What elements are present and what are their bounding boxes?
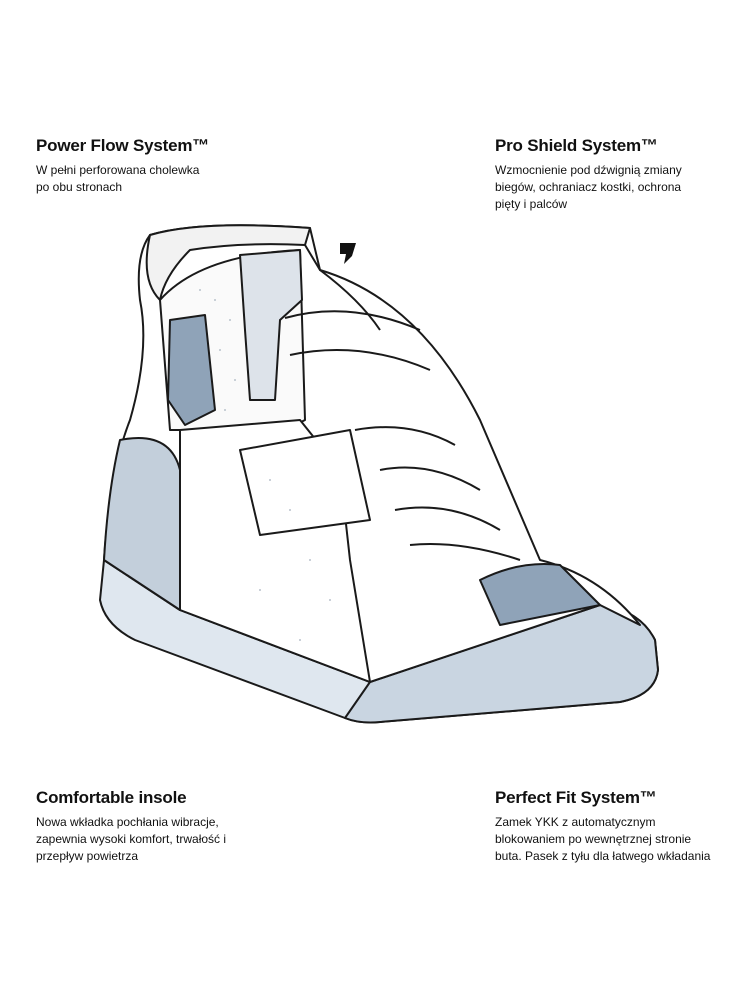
feature-comfortable-insole: Comfortable insole Nowa wkładka pochłani… bbox=[36, 788, 296, 865]
feature-title: Pro Shield System™ bbox=[495, 136, 658, 155]
feature-description-line: pięty i palców bbox=[495, 197, 568, 211]
toe-guard bbox=[479, 563, 601, 626]
tongue bbox=[304, 244, 381, 331]
laces bbox=[284, 310, 521, 561]
feature-description-line: blokowaniem po wewnętrznej stronie bbox=[495, 832, 692, 846]
feature-description-line: przepływ powietrza bbox=[36, 849, 139, 863]
feature-description-line: Wzmocnienie pod dźwignią zmiany bbox=[495, 163, 682, 177]
feature-title: Power Flow System™ bbox=[36, 136, 210, 155]
heel-counter bbox=[103, 437, 181, 611]
collar bbox=[145, 224, 311, 301]
ankle-guard bbox=[239, 249, 303, 401]
vent-panel bbox=[167, 314, 216, 426]
brand-logo bbox=[340, 243, 356, 264]
feature-power-flow: Power Flow System™ W pełni perforowana c… bbox=[36, 136, 296, 196]
feature-perfect-fit: Perfect Fit System™ Zamek YKK z automaty… bbox=[495, 788, 750, 865]
feature-description-line: Zamek YKK z automatycznym bbox=[495, 815, 656, 829]
feature-description-line: Nowa wkładka pochłania wibracje, bbox=[36, 815, 219, 829]
feature-description-line: biegów, ochraniacz kostki, ochrona bbox=[495, 180, 682, 194]
feature-description-line: po obu stronach bbox=[36, 180, 123, 194]
feature-title: Comfortable insole bbox=[36, 788, 187, 807]
feature-description-line: buta. Pasek z tyłu dla łatwego wkładania bbox=[495, 849, 711, 863]
feature-title: Perfect Fit System™ bbox=[495, 788, 657, 807]
strap bbox=[239, 429, 371, 536]
feature-description-line: W pełni perforowana cholewka bbox=[36, 163, 200, 177]
feature-pro-shield: Pro Shield System™ Wzmocnienie pod dźwig… bbox=[495, 136, 745, 213]
feature-description-line: zapewnia wysoki komfort, trwałość i bbox=[36, 832, 227, 846]
